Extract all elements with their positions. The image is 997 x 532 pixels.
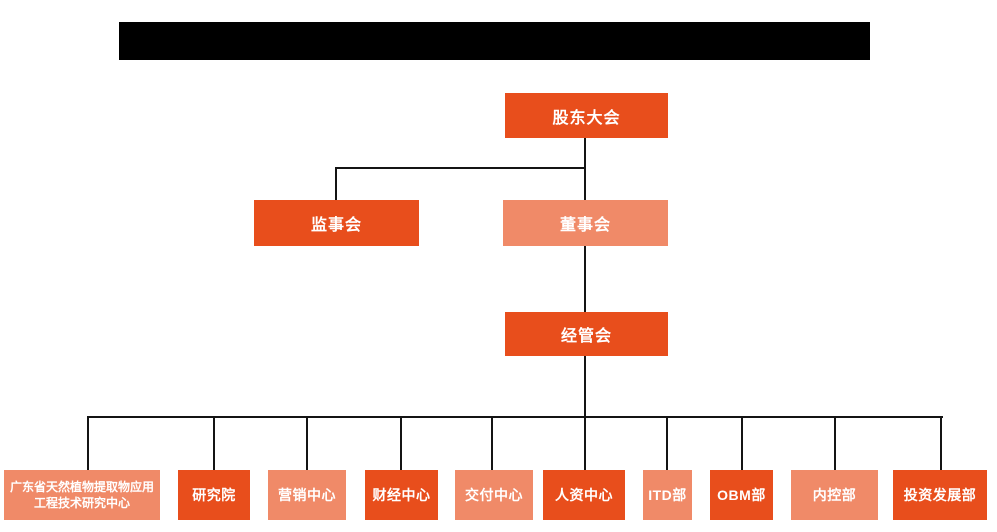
connector-drop-7 [666, 416, 668, 470]
connector-directors-management [584, 246, 586, 312]
connector-to-supervisors [335, 167, 337, 200]
node-shareholders-meeting: 股东大会 [505, 93, 668, 138]
node-dept-investment-development: 投资发展部 [893, 470, 987, 520]
connector-drop-9 [834, 416, 836, 470]
node-dept-internal-control: 内控部 [791, 470, 878, 520]
node-dept-hr-center: 人资中心 [543, 470, 625, 520]
connector-drop-6 [584, 416, 586, 470]
node-dept-research-institute: 研究院 [178, 470, 250, 520]
redacted-title-bar [119, 22, 870, 60]
connector-drop-2 [213, 416, 215, 470]
connector-management-down [584, 356, 586, 417]
node-dept-finance-center: 财经中心 [365, 470, 438, 520]
connector-drop-8 [741, 416, 743, 470]
connector-branch-horizontal [335, 167, 586, 169]
connector-drop-1 [87, 416, 89, 470]
node-board-of-directors: 董事会 [503, 200, 668, 246]
connector-drop-3 [306, 416, 308, 470]
connector-drop-10 [940, 416, 942, 470]
node-supervisory-board: 监事会 [254, 200, 419, 246]
connector-departments-horizontal [87, 416, 943, 418]
node-dept-delivery-center: 交付中心 [455, 470, 533, 520]
connector-drop-5 [491, 416, 493, 470]
node-dept-research-center: 广东省天然植物提取物应用工程技术研究中心 [4, 470, 160, 520]
node-management-committee: 经管会 [505, 312, 668, 356]
node-dept-marketing-center: 营销中心 [268, 470, 346, 520]
connector-root-down [584, 138, 586, 168]
node-dept-obm: OBM部 [710, 470, 773, 520]
connector-to-directors [584, 167, 586, 200]
node-dept-itd: ITD部 [643, 470, 692, 520]
connector-drop-4 [400, 416, 402, 470]
